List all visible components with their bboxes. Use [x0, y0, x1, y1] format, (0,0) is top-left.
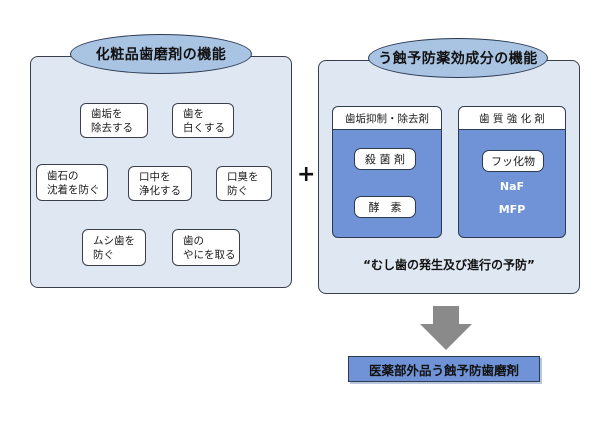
function-text: 防ぐ — [93, 248, 114, 261]
function-box-whitening: 歯を 白くする — [172, 103, 234, 138]
anticaries-agent-title-text: う蝕予防薬効成分の機能 — [378, 51, 538, 67]
function-box-plaque-removal: 歯垢を 除去する — [80, 103, 148, 138]
function-text: 防ぐ — [227, 184, 248, 197]
quasi-drug-toothpaste-label: 医薬部外品う蝕予防歯磨剤 — [348, 356, 540, 382]
function-box-mouth-cleansing: 口中を 浄化する — [128, 166, 192, 201]
function-text: 口中を — [139, 170, 171, 183]
function-text: 浄化する — [139, 184, 181, 197]
function-text: 歯石の — [47, 169, 79, 182]
function-box-tartar-prevention: 歯石の 沈着を防ぐ — [36, 164, 108, 201]
naf-label: NaF — [499, 180, 525, 193]
function-text: 歯を — [183, 107, 204, 120]
tooth-strengthener-header: 歯 質 強 化 剤 — [459, 107, 565, 130]
function-text: 沈着を防ぐ — [47, 183, 100, 196]
function-text: ムシ歯を — [93, 234, 135, 247]
function-text: 歯の — [183, 234, 204, 247]
function-text: やにを取る — [183, 248, 236, 261]
caries-prevention-tagline: “むし歯の発生及び進行の予防” — [363, 258, 535, 272]
enzyme-chip: 酵 素 — [354, 196, 416, 218]
down-arrow-icon — [420, 306, 472, 350]
plaque-inhibitor-group: 歯垢抑制・除去剤 — [332, 106, 442, 238]
anticaries-agent-title: う蝕予防薬効成分の機能 — [368, 38, 548, 78]
function-box-cavity-prevention: ムシ歯を 防ぐ — [82, 229, 146, 266]
cosmetic-toothpaste-title: 化粧品歯磨剤の機能 — [70, 34, 252, 74]
function-box-bad-breath: 口臭を 防ぐ — [216, 166, 272, 201]
function-text: 白くする — [183, 121, 225, 134]
function-text: 口臭を — [227, 170, 259, 183]
cosmetic-toothpaste-title-text: 化粧品歯磨剤の機能 — [95, 47, 227, 63]
function-text: 除去する — [91, 121, 133, 134]
function-text: 歯垢を — [91, 107, 123, 120]
mfp-label: MFP — [498, 203, 526, 216]
bactericide-chip: 殺 菌 剤 — [354, 148, 416, 170]
function-box-stain-removal: 歯の やにを取る — [172, 229, 240, 266]
plus-sign: + — [297, 162, 316, 187]
fluoride-chip: フッ化物 — [482, 150, 544, 172]
tooth-strengthener-group: 歯 質 強 化 剤 — [458, 106, 566, 238]
plaque-inhibitor-header: 歯垢抑制・除去剤 — [333, 107, 441, 130]
